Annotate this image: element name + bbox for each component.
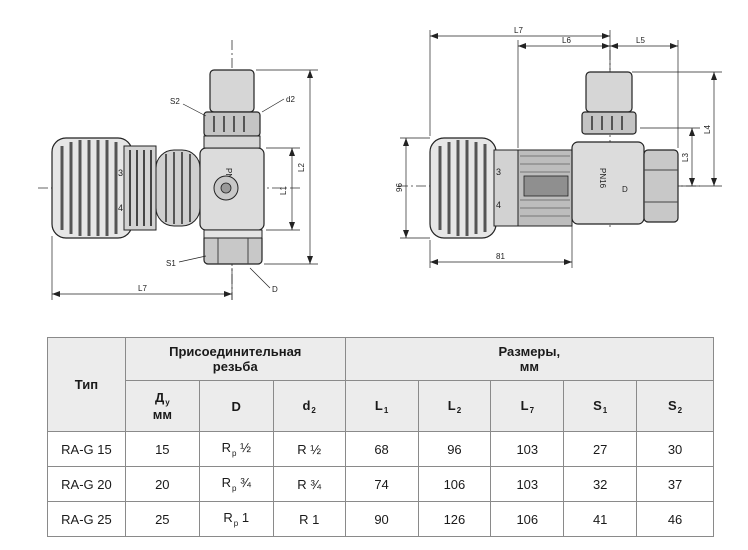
left-view: 3 4 PN16: [38, 40, 318, 300]
s2-subscript: 2: [677, 405, 683, 415]
subheader-dy: Ду мм: [124, 380, 200, 432]
label-l5-right: L5: [636, 36, 645, 45]
l2-symbol: L: [447, 397, 456, 413]
cell-s2: 46: [636, 501, 714, 537]
header-type: Тип: [47, 337, 126, 432]
header-connection-thread: Присоединительная резьба: [124, 337, 346, 381]
scale-mark-3-right: 3: [496, 167, 501, 177]
label-s1: S1: [166, 259, 176, 268]
cell-dy: 25: [124, 501, 200, 537]
cell-s1: 27: [563, 431, 638, 467]
label-81-right: 81: [496, 252, 505, 261]
d-main: R: [221, 475, 231, 490]
d-subscript: р: [231, 484, 237, 493]
s1-symbol: S: [593, 397, 602, 413]
label-l6-right: L6: [562, 36, 571, 45]
subheader-l2: L2: [417, 380, 492, 432]
subheader-s2: S2: [636, 380, 714, 432]
label-l7: L7: [138, 284, 147, 293]
label-l7-right: L7: [514, 26, 523, 35]
header-dimensions-line2: мм: [519, 359, 539, 374]
cell-l7: 103: [490, 431, 565, 467]
l1-symbol: L: [374, 397, 383, 413]
cell-dy: 20: [124, 466, 200, 502]
label-d: D: [272, 285, 278, 294]
cell-s2: 30: [636, 431, 714, 467]
cell-s2: 37: [636, 466, 714, 502]
l2-subscript: 2: [456, 405, 462, 415]
cell-l2: 126: [417, 501, 492, 537]
cell-l1: 68: [344, 431, 419, 467]
specification-table: Тип Присоединительная резьба Размеры, мм…: [47, 337, 715, 537]
technical-drawing: 3 4 PN16: [38, 26, 722, 300]
cell-type: RA-G 20: [47, 466, 126, 502]
label-l2: L2: [297, 163, 306, 172]
cell-l2: 106: [417, 466, 492, 502]
body-mark-d-right: D: [622, 185, 628, 194]
d-size: ¾: [240, 475, 251, 490]
header-connection-thread-line1: Присоединительная: [169, 344, 302, 359]
d2-subscript: 2: [311, 405, 316, 415]
cell-l2: 96: [417, 431, 492, 467]
cell-l1: 90: [344, 501, 419, 537]
label-d2: d2: [286, 95, 295, 104]
scale-mark-3: 3: [118, 168, 123, 178]
thermostat-head-left: 3 4: [51, 137, 201, 239]
label-l1: L1: [279, 186, 288, 195]
cell-type: RA-G 15: [47, 431, 126, 467]
label-96-right: 96: [395, 183, 404, 192]
cell-s1: 32: [563, 466, 638, 502]
body-mark-pn16-right: PN16: [598, 168, 607, 189]
cell-d: Rр 1: [198, 501, 274, 537]
valve-body-left: PN16: [199, 69, 265, 265]
d-main: R: [223, 510, 233, 525]
right-view: 3 4 PN16 D: [395, 26, 722, 268]
label-l3-right: L3: [681, 153, 690, 162]
dy-subscript: у: [165, 398, 170, 407]
d-main: R: [221, 440, 231, 455]
table-row: RA-G 15 15 Rр ½ R ½ 68 96 103 27 30: [47, 431, 714, 467]
s1-subscript: 1: [602, 405, 608, 415]
scale-mark-4: 4: [118, 203, 123, 213]
scale-mark-4-right: 4: [496, 200, 501, 210]
header-dimensions-line1: Размеры,: [498, 344, 561, 359]
header-dimensions: Размеры, мм: [344, 337, 715, 381]
cell-dy: 15: [124, 431, 200, 467]
l7-subscript: 7: [529, 405, 535, 415]
d-subscript: р: [231, 449, 237, 458]
table-row: RA-G 20 20 Rр ¾ R ¾ 74 106 103 32 37: [47, 466, 714, 502]
cell-s1: 41: [563, 501, 638, 537]
subheader-s1: S1: [563, 380, 638, 432]
d2-symbol: d: [302, 397, 311, 413]
subheader-l1: L1: [344, 380, 419, 432]
label-s2: S2: [170, 97, 180, 106]
d-size: ½: [240, 440, 251, 455]
label-l4-right: L4: [703, 125, 712, 134]
dy-unit: мм: [152, 407, 172, 422]
cell-type: RA-G 25: [47, 501, 126, 537]
cell-d: Rр ¾: [198, 466, 274, 502]
cell-d2: R ¾: [272, 466, 346, 502]
d-size: 1: [241, 510, 250, 525]
subheader-l7: L7: [490, 380, 565, 432]
l1-subscript: 1: [383, 405, 389, 415]
d-subscript: р: [233, 519, 239, 528]
cell-d: Rр ½: [198, 431, 274, 467]
s2-symbol: S: [667, 397, 677, 413]
valve-body-right: PN16 D: [571, 71, 679, 225]
dy-symbol: Д: [154, 390, 165, 405]
subheader-d: D: [198, 380, 274, 432]
cell-d2: R ½: [272, 431, 346, 467]
header-connection-thread-line2: резьба: [212, 359, 258, 374]
cell-d2: R 1: [272, 501, 346, 537]
l7-symbol: L: [520, 397, 529, 413]
thermostat-head-right: 3 4: [429, 137, 573, 239]
cell-l7: 103: [490, 466, 565, 502]
cell-l7: 106: [490, 501, 565, 537]
subheader-d2: d2: [272, 380, 346, 432]
cell-l1: 74: [344, 466, 419, 502]
table-row: RA-G 25 25 Rр 1 R 1 90 126 106 41 46: [47, 501, 714, 537]
